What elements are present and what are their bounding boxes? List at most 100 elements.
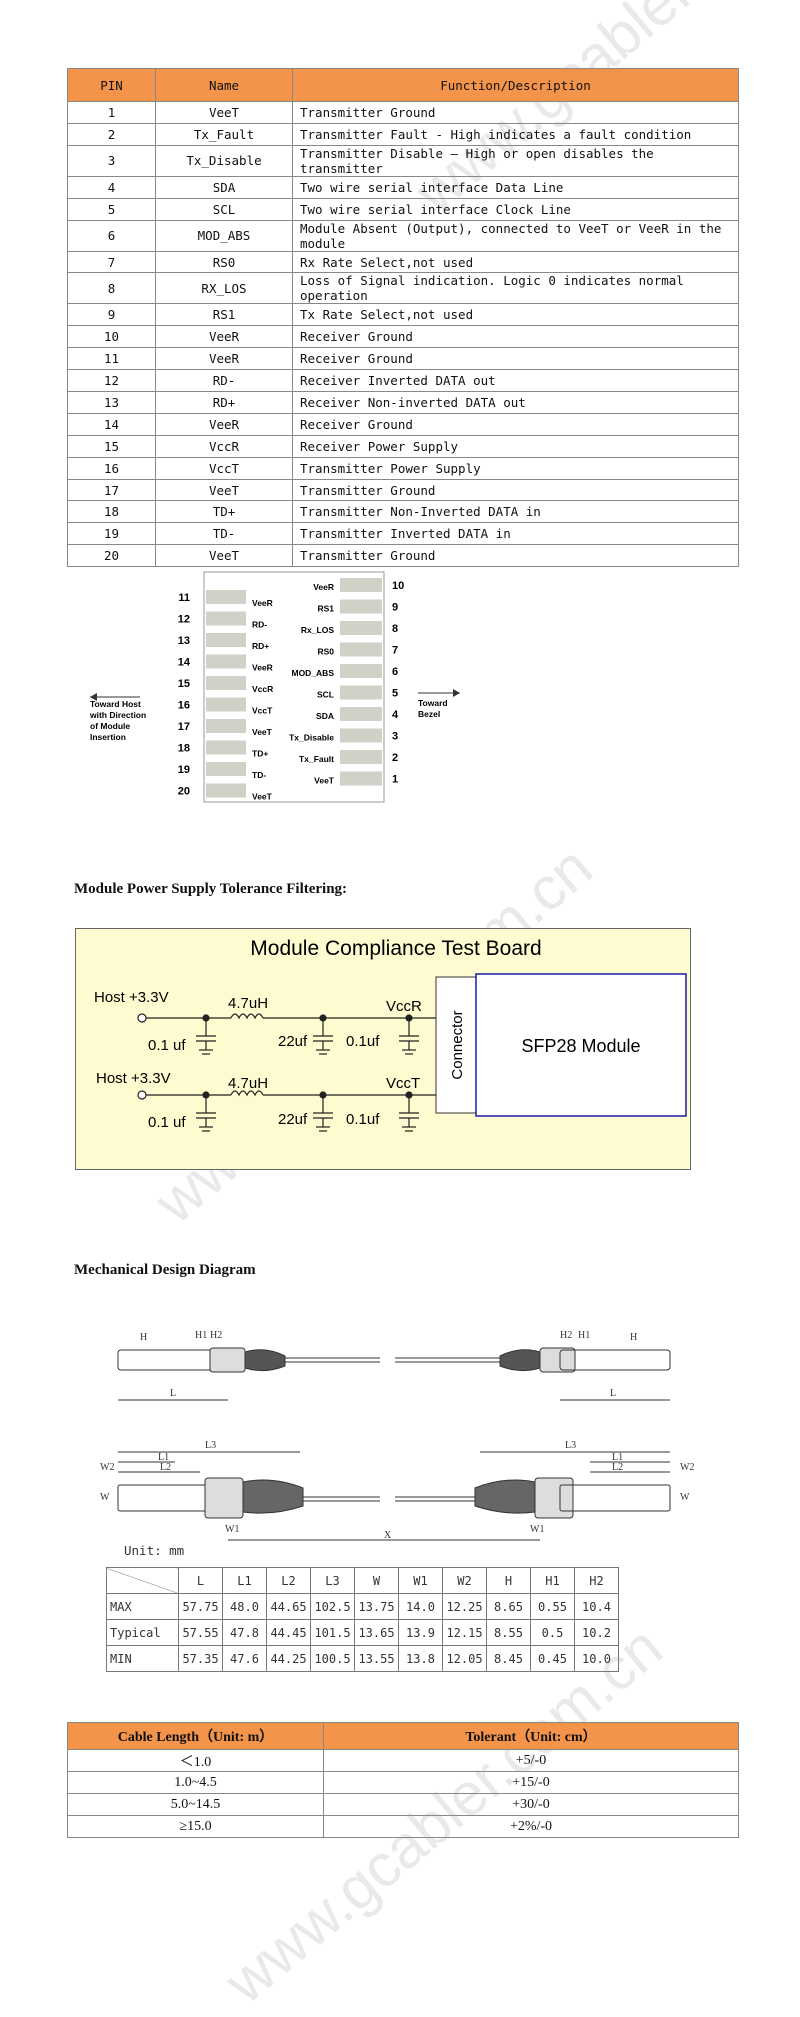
left-pin-pad <box>206 719 246 733</box>
capacitor-symbol <box>313 1014 333 1055</box>
right-pin-name: Tx_Fault <box>299 754 334 764</box>
toward-bezel-label: Bezel <box>418 709 440 719</box>
left-pin-name: RD+ <box>252 641 269 651</box>
dim-value-cell: 0.5 <box>530 1619 575 1646</box>
label-L-left: L <box>170 1388 176 1399</box>
dim-value-cell: 0.55 <box>530 1593 575 1620</box>
right-pin-pad <box>340 685 382 700</box>
right-pin-name: VeeT <box>314 776 335 786</box>
left-pin-name: VccR <box>252 684 273 694</box>
left-pin-name: VeeR <box>252 598 273 608</box>
tolerance-cell: +30/-0 <box>323 1793 739 1816</box>
pin-number-cell: 18 <box>67 500 156 524</box>
cable-table-header-row: Cable Length（Unit: m） Tolerant（Unit: cm） <box>67 1722 739 1750</box>
capacitor-symbol <box>196 1091 216 1132</box>
capacitor-symbol <box>313 1091 333 1132</box>
dim-value-cell: 12.15 <box>442 1619 487 1646</box>
left-pin-pad <box>206 654 246 669</box>
filter-circuit-diagram: Module Compliance Test Board Host +3.3V … <box>94 937 687 1132</box>
side-view-right-module <box>395 1347 671 1373</box>
right-pin-pad <box>340 599 382 614</box>
tolerance-cell: +5/-0 <box>323 1749 739 1772</box>
capacitor-symbol <box>399 1014 419 1055</box>
mechanical-drawing: L L H H1 H2 H2 H1 H L3 L3 L1 L2 L1 L2 W2… <box>100 1330 694 1541</box>
dim-value-cell: 13.75 <box>354 1593 399 1620</box>
left-pin-pad <box>206 611 246 626</box>
dim-header-cell: L2 <box>266 1567 311 1594</box>
pin-function-cell: Receiver Ground <box>292 325 739 349</box>
label-W1-right: W1 <box>530 1524 544 1535</box>
toward-host-label: Toward Host <box>90 699 141 709</box>
dim-value-cell: 13.9 <box>398 1619 443 1646</box>
label-W2-right: W2 <box>680 1462 694 1473</box>
dim-value-cell: 47.8 <box>222 1619 267 1646</box>
left-pin-number: 11 <box>178 592 190 604</box>
left-pin-number: 12 <box>178 614 190 626</box>
toward-bezel-label: Toward <box>418 698 448 708</box>
right-pin-number: 8 <box>392 623 398 635</box>
left-pin-name: VeeT <box>252 727 273 737</box>
left-pin-pad <box>206 740 246 755</box>
cable-row: ≥15.0+2%/-0 <box>67 1815 739 1838</box>
left-pin-pad <box>206 676 246 690</box>
left-pin-name: VeeR <box>252 663 273 673</box>
label-W2-left: W2 <box>100 1462 114 1473</box>
toward-host-arrowhead <box>90 693 97 701</box>
pin-function-cell: Transmitter Disable – High or open disab… <box>292 144 739 177</box>
power-filter-heading: Module Power Supply Tolerance Filtering: <box>74 881 348 897</box>
dim-value-cell: 47.6 <box>222 1645 267 1672</box>
left-pin-pad <box>206 633 246 647</box>
pin-name-cell: VeeR <box>155 325 293 349</box>
pin-number-cell: 15 <box>67 434 156 458</box>
dim-value-cell: 57.35 <box>178 1645 223 1672</box>
left-pin-number: 19 <box>178 764 190 776</box>
cable-length-cell: ＜1.0 <box>67 1749 324 1772</box>
dim-value-cell: 101.5 <box>310 1619 355 1646</box>
pin-number-cell: 14 <box>67 412 156 436</box>
dim-header-cell: H2 <box>574 1567 619 1594</box>
left-pin-number: 14 <box>178 657 191 669</box>
dim-value-cell: 12.25 <box>442 1593 487 1620</box>
tolerance-header: Tolerant（Unit: cm） <box>323 1722 739 1750</box>
dim-value-cell: 0.45 <box>530 1645 575 1672</box>
dim-value-cell: 102.5 <box>310 1593 355 1620</box>
label-L1-right: L1 <box>612 1452 623 1463</box>
right-pin-name: SDA <box>316 711 334 721</box>
label-H-right: H <box>630 1332 637 1343</box>
pin-name-cell: VeeR <box>155 347 293 371</box>
dim-header-cell: W1 <box>398 1567 443 1594</box>
left-pin-number: 18 <box>178 743 190 755</box>
pin-function-cell: Transmitter Ground <box>292 544 739 568</box>
supply-filter-wiring-2 <box>137 1090 478 1110</box>
connector-label: Connector <box>449 1010 466 1079</box>
dim-value-cell: 48.0 <box>222 1593 267 1620</box>
host-supply-label-2: Host +3.3V <box>96 1070 171 1087</box>
left-pin-number: 15 <box>178 678 190 690</box>
cap-label-1: 0.1 uf <box>148 1037 186 1054</box>
pin-name-cell: VccT <box>155 456 293 480</box>
pin-number-cell: 6 <box>67 219 156 252</box>
right-pin-name: RS1 <box>317 604 334 614</box>
label-H2-left: H2 <box>210 1330 222 1341</box>
dim-header-cell: L1 <box>222 1567 267 1594</box>
dim-value-cell: 13.8 <box>398 1645 443 1672</box>
pin-name-cell: VeeT <box>155 101 293 124</box>
inductor-label-1: 4.7uH <box>228 995 268 1012</box>
pin-function-cell: Transmitter Ground <box>292 101 739 124</box>
label-L3-left: L3 <box>205 1440 216 1451</box>
right-pin-name: VeeR <box>313 582 334 592</box>
dim-value-cell: 14.0 <box>398 1593 443 1620</box>
label-H2-right: H2 <box>560 1330 572 1341</box>
